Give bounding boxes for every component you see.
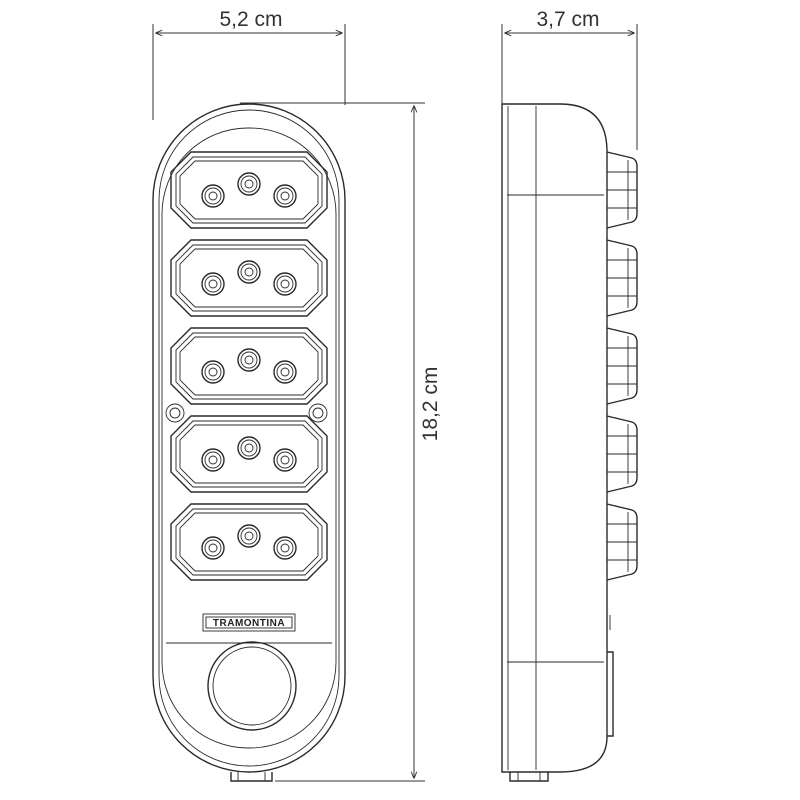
socket bbox=[170, 503, 328, 581]
front-body-inner bbox=[158, 109, 340, 767]
socket-group bbox=[170, 151, 328, 581]
brand-logo: TRAMONTINA bbox=[213, 618, 285, 629]
socket-pin-hole bbox=[237, 524, 261, 548]
depth-label: 3,7 cm bbox=[536, 8, 599, 31]
socket bbox=[170, 327, 328, 405]
socket-profile bbox=[606, 503, 638, 581]
brand-plate bbox=[202, 613, 296, 632]
socket-profile-group bbox=[606, 151, 638, 581]
right-screw-icon bbox=[308, 403, 328, 423]
socket-pin-hole bbox=[237, 260, 261, 284]
socket bbox=[170, 151, 328, 229]
width-label: 5,2 cm bbox=[219, 8, 282, 31]
socket-profile bbox=[606, 415, 638, 493]
socket-pin-hole bbox=[273, 272, 297, 296]
socket-pin-hole bbox=[201, 272, 225, 296]
left-screw-icon bbox=[165, 403, 185, 423]
socket-pin-hole bbox=[237, 172, 261, 196]
height-label: 18,2 cm bbox=[419, 367, 442, 442]
depth-dimension: 3,7 cm bbox=[501, 8, 638, 150]
socket-profile bbox=[606, 327, 638, 405]
socket-pin-hole bbox=[273, 448, 297, 472]
socket-pin-hole bbox=[273, 536, 297, 560]
side-body-outline bbox=[501, 103, 608, 773]
side-cable-stub bbox=[509, 772, 549, 782]
socket-pin-hole bbox=[201, 184, 225, 208]
cable-stub bbox=[230, 772, 273, 782]
width-dimension: 5,2 cm bbox=[152, 8, 346, 120]
socket-pin-hole bbox=[237, 436, 261, 460]
side-switch bbox=[607, 651, 614, 737]
height-dimension: 18,2 cm bbox=[240, 102, 442, 782]
socket-pin-hole bbox=[273, 360, 297, 384]
front-body-outline bbox=[152, 103, 346, 773]
front-view: TRAMONTINA bbox=[152, 103, 346, 782]
front-face-plate bbox=[161, 127, 337, 749]
socket-pin-hole bbox=[273, 184, 297, 208]
socket-pin-hole bbox=[201, 448, 225, 472]
socket-pin-hole bbox=[201, 360, 225, 384]
socket-profile bbox=[606, 151, 638, 229]
socket-profile bbox=[606, 239, 638, 317]
socket bbox=[170, 415, 328, 493]
socket bbox=[170, 239, 328, 317]
socket-pin-hole bbox=[201, 536, 225, 560]
power-button bbox=[207, 641, 297, 731]
side-view bbox=[501, 103, 638, 782]
socket-pin-hole bbox=[237, 348, 261, 372]
